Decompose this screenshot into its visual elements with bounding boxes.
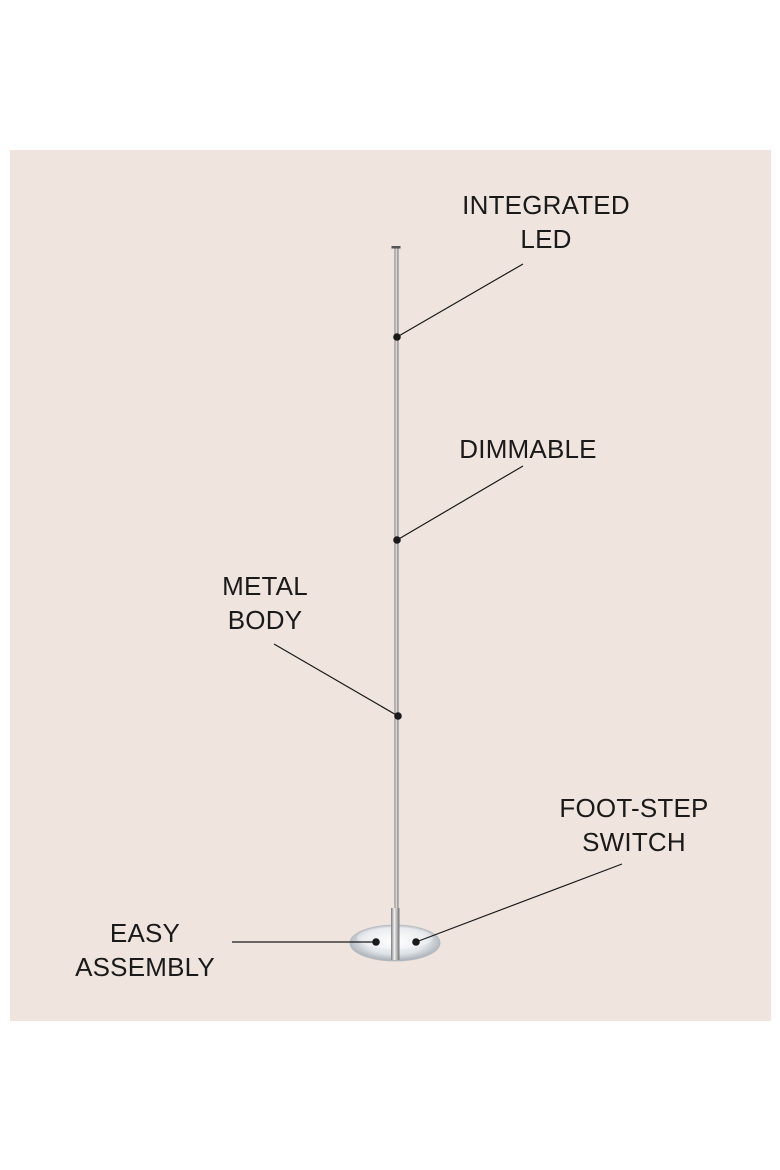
foot-step-switch-label-line1: FOOT-STEP — [559, 793, 709, 823]
dimmable-leader-line — [396, 465, 524, 541]
metal-body-label-line2: BODY — [227, 605, 303, 635]
metal-body-marker-dot — [394, 712, 402, 720]
foot-step-switch-marker-dot — [412, 938, 420, 946]
foot-step-switch-label: FOOT-STEP SWITCH — [534, 791, 734, 859]
integrated-led-leader-line — [396, 263, 524, 338]
dimmable-marker-dot — [393, 536, 401, 544]
foot-step-switch-label-line2: SWITCH — [582, 827, 686, 857]
integrated-led-label-line2: LED — [520, 224, 572, 254]
integrated-led-label: INTEGRATED LED — [446, 188, 646, 256]
metal-body-label-line1: METAL — [222, 571, 308, 601]
easy-assembly-label-line2: ASSEMBLY — [75, 952, 215, 982]
dimmable-label: DIMMABLE — [436, 432, 620, 466]
lamp-pole — [391, 246, 401, 913]
metal-body-label: METAL BODY — [185, 569, 345, 637]
lamp-base-stem — [391, 908, 400, 960]
integrated-led-label-line1: INTEGRATED — [462, 190, 630, 220]
easy-assembly-marker-dot — [372, 938, 380, 946]
easy-assembly-label-line1: EASY — [109, 918, 181, 948]
dimmable-label-line1: DIMMABLE — [459, 434, 597, 464]
foot-step-switch-leader-line — [415, 863, 623, 943]
lamp-top-cap — [391, 246, 401, 249]
product-feature-panel — [10, 150, 771, 1021]
easy-assembly-label: EASY ASSEMBLY — [60, 916, 230, 984]
metal-body-leader-line — [273, 643, 399, 717]
integrated-led-marker-dot — [393, 333, 401, 341]
lamp-base — [349, 908, 441, 962]
